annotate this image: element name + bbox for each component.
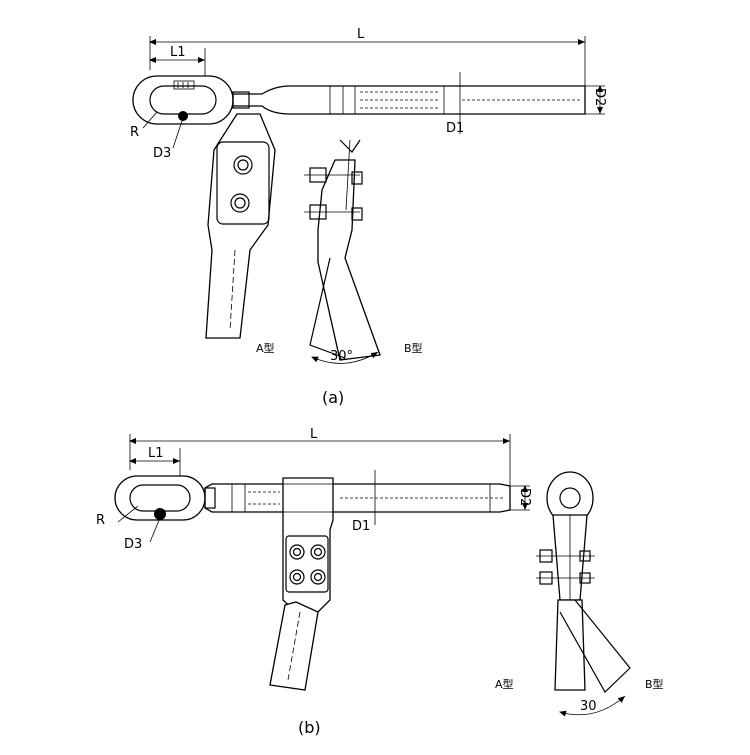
- label-b-type: B型: [645, 677, 664, 691]
- label-a-type: A型: [495, 677, 514, 691]
- pin-hole: [154, 508, 166, 520]
- dim-l-label: L: [310, 427, 318, 442]
- clamp-a-type-a: [205, 113, 276, 339]
- dim-d3-label: D3: [124, 537, 142, 552]
- clamp-side-view-b: 30: [536, 471, 631, 717]
- dimension-l-a: L: [149, 27, 586, 90]
- d3-leader: [172, 117, 184, 149]
- rod-b: [204, 470, 511, 525]
- clamp-side-view-a: 30°: [304, 139, 381, 364]
- dim-l1-label: L1: [148, 446, 164, 461]
- caption-a: (a): [322, 388, 344, 407]
- d3-leader: [149, 517, 161, 543]
- pin-hole: [178, 111, 188, 121]
- angle-label: 30: [580, 699, 597, 714]
- dimension-l1-b: L1: [129, 446, 181, 476]
- r-leader: [142, 111, 158, 129]
- dim-r-label: R: [96, 513, 105, 528]
- dim-d1-label: D1: [446, 121, 464, 136]
- r-leader: [117, 505, 139, 523]
- dim-r-label: R: [130, 125, 139, 140]
- dimension-d2-b: D2: [510, 485, 532, 511]
- dimension-l-b: L: [129, 427, 511, 486]
- rod-a: [232, 72, 586, 134]
- dim-d1-label: D1: [352, 519, 370, 534]
- label-b-type: B型: [404, 341, 423, 355]
- dimension-d2-a: D2: [585, 85, 607, 115]
- dim-l1-label: L1: [170, 45, 186, 60]
- eye-ring-a: [132, 75, 234, 125]
- eye-ring-b: [114, 475, 206, 521]
- dim-l-label: L: [357, 27, 365, 42]
- dim-d2-label: D2: [592, 88, 607, 106]
- dim-d2-label: D2: [517, 488, 532, 506]
- figure-b: L L1 D: [96, 427, 664, 737]
- figure-a: L L1: [130, 27, 607, 407]
- angle-label: 30°: [330, 349, 353, 364]
- dimension-l1-a: L1: [149, 45, 206, 78]
- label-a-type: A型: [256, 341, 275, 355]
- caption-b: (b): [298, 718, 321, 737]
- clamp-a-type-b: [269, 477, 334, 691]
- dim-d3-label: D3: [153, 146, 171, 161]
